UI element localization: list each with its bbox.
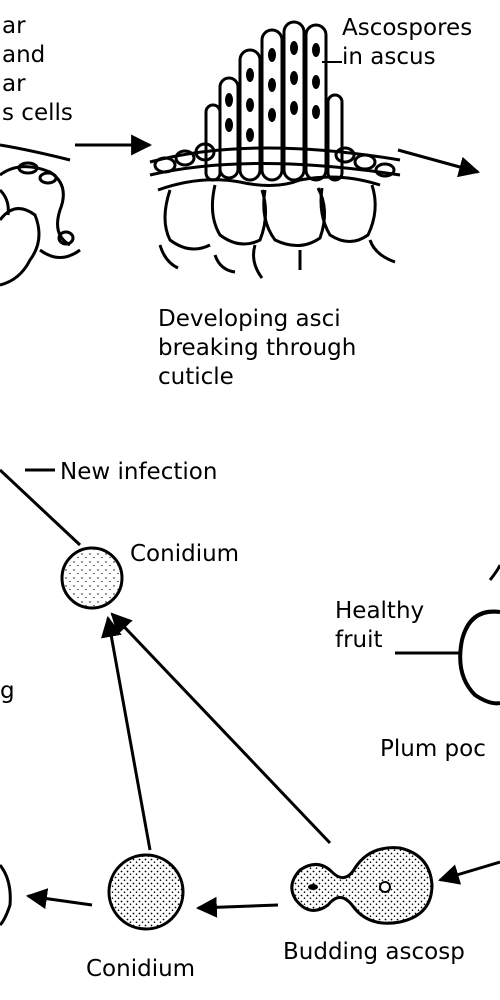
developing-asci-label: Developing asci breaking through cuticle bbox=[158, 306, 357, 390]
developing-asci-drawing bbox=[149, 20, 401, 279]
arrow-from-developing-asci bbox=[397, 148, 481, 178]
plum-fruit bbox=[458, 609, 500, 706]
conidium-top-label: Conidium bbox=[130, 541, 240, 567]
ascospore-nucleus-large bbox=[379, 881, 391, 893]
new-infection-label: New infection bbox=[60, 459, 218, 485]
conidium-bottom-cell bbox=[107, 853, 185, 931]
ascospores-in-asci bbox=[225, 41, 320, 142]
arrow-budding-to-conidium-top bbox=[110, 612, 332, 845]
partial-cell-left bbox=[0, 864, 12, 927]
new-infection-line bbox=[0, 468, 82, 547]
arrow-budding-to-conidium-bottom bbox=[195, 896, 279, 918]
plum-pod-label: Plum poc bbox=[380, 736, 486, 762]
fruit-stalk-fragment bbox=[488, 564, 500, 581]
conidium-top-cell bbox=[60, 546, 124, 610]
ascospores-in-ascus-label: Ascospores in ascus bbox=[342, 15, 473, 70]
ascospore-nucleus-small bbox=[308, 884, 318, 890]
left-fragment-label: g bbox=[0, 678, 15, 704]
arrow-conidium-bottom-to-left bbox=[25, 888, 93, 910]
leaf-tissue-left bbox=[0, 143, 81, 287]
budding-ascospore-cell bbox=[290, 846, 434, 925]
budding-ascospore-label: Budding ascosp bbox=[283, 939, 465, 965]
top-left-fragment-label: ar and ar s cells bbox=[2, 13, 73, 126]
arrow-to-budding-ascospore bbox=[437, 860, 500, 885]
healthy-fruit-label: Healthy fruit bbox=[335, 598, 425, 653]
conidium-bottom-label: Conidium bbox=[86, 956, 196, 982]
arrow-conidium-bottom-to-top bbox=[101, 615, 152, 851]
